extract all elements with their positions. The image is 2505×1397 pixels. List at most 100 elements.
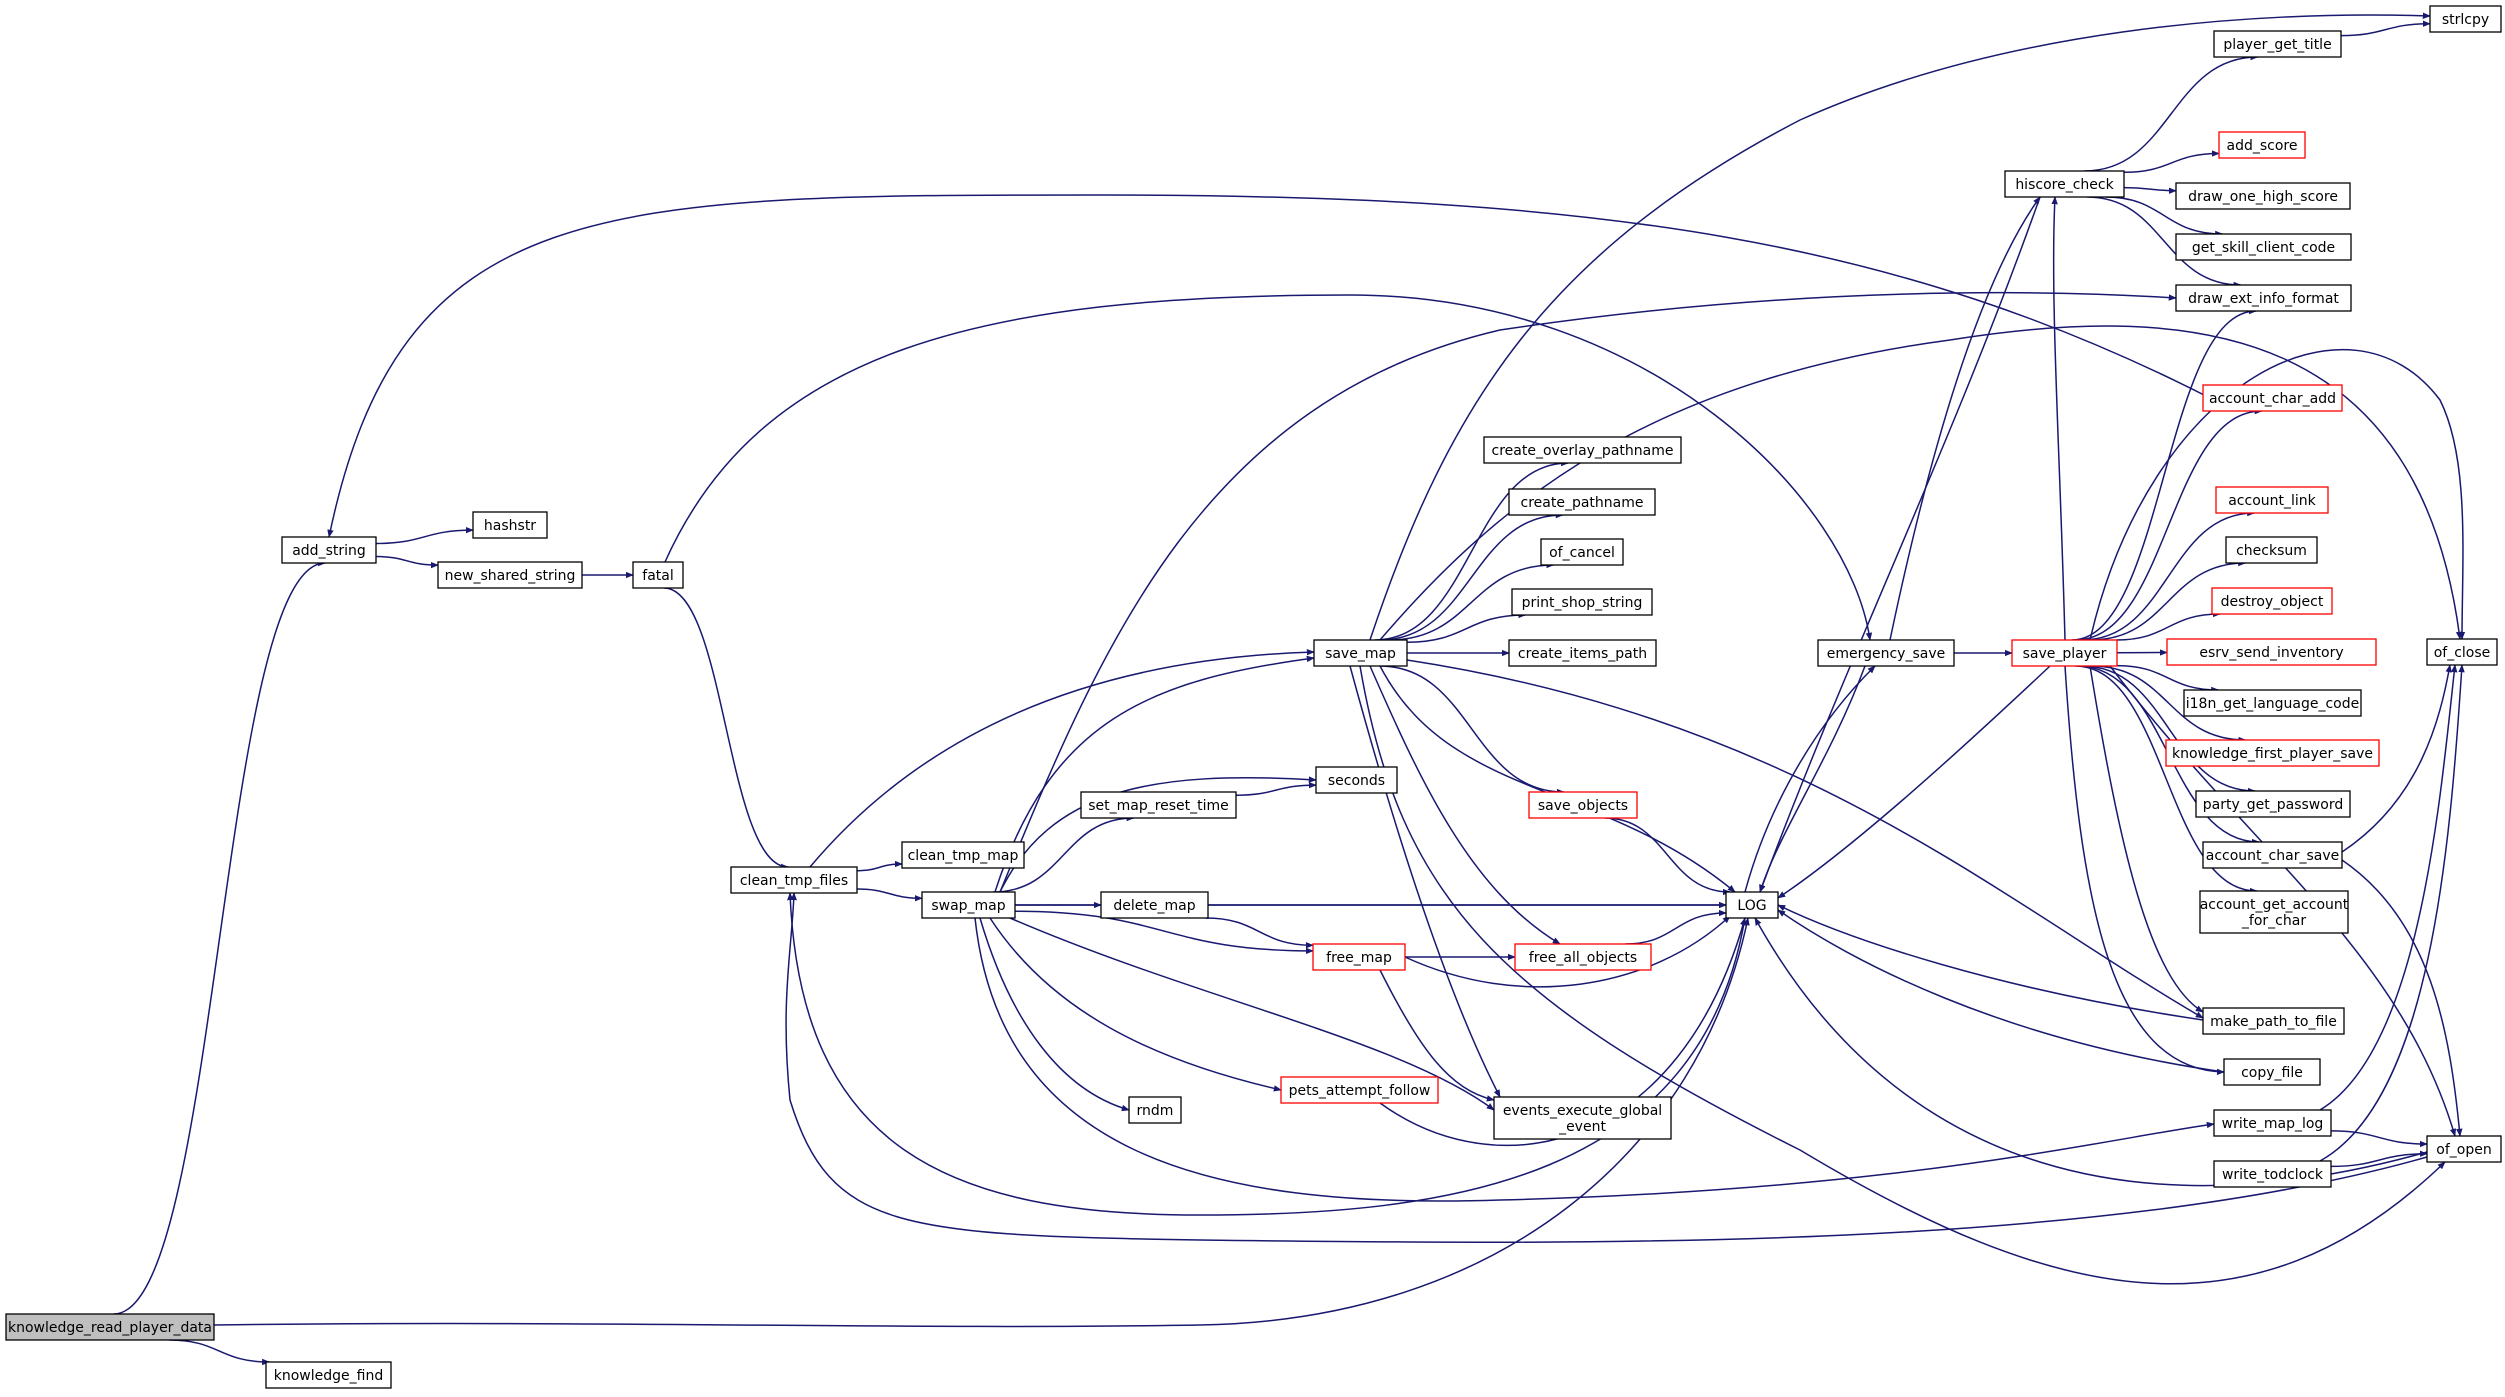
edge-emergency_save-to-LOG — [1759, 665, 1866, 893]
node-knowledge_read_player_data[interactable]: knowledge_read_player_data — [5, 1313, 215, 1341]
node-of_open[interactable]: of_open — [2426, 1135, 2502, 1163]
node-party_get_password[interactable]: party_get_password — [2195, 790, 2351, 818]
edge-LOG-to-clean_tmp_files — [787, 892, 1746, 1216]
node-of_cancel[interactable]: of_cancel — [1540, 538, 1624, 566]
node-box — [2218, 131, 2306, 159]
node-label: draw_one_high_score — [2188, 189, 2338, 205]
node-new_shared_string[interactable]: new_shared_string — [437, 561, 583, 589]
node-account_char_add[interactable]: account_char_add — [2202, 384, 2343, 412]
edge-save_player-to-of_close — [2089, 348, 2466, 641]
node-label: knowledge_read_player_data — [8, 1320, 212, 1336]
node-label: account_char_add — [2209, 391, 2336, 407]
node-account_char_save[interactable]: account_char_save — [2202, 841, 2343, 869]
edge-swap_map-to-pets_attempt_follow — [989, 917, 1282, 1092]
node-emergency_save[interactable]: emergency_save — [1817, 639, 1955, 667]
edge-fatal-to-clean_tmp_files — [663, 587, 789, 871]
node-swap_map[interactable]: swap_map — [921, 891, 1016, 919]
node-label: of_open — [2436, 1142, 2491, 1158]
node-label: clean_tmp_files — [740, 873, 848, 889]
node-print_shop_string[interactable]: print_shop_string — [1511, 588, 1653, 616]
node-add_string[interactable]: add_string — [281, 536, 377, 564]
node-fatal[interactable]: fatal — [632, 561, 684, 589]
node-account_get_account_for_char[interactable]: account_get_account_for_char — [2199, 890, 2349, 934]
call-edges — [113, 12, 2466, 1366]
node-hiscore_check[interactable]: hiscore_check — [2004, 170, 2125, 198]
node-get_skill_client_code[interactable]: get_skill_client_code — [2175, 233, 2352, 261]
node-label: _for_char — [2241, 913, 2306, 929]
node-save_player[interactable]: save_player — [2011, 639, 2118, 667]
node-knowledge_first_player_save[interactable]: knowledge_first_player_save — [2165, 739, 2380, 767]
node-destroy_object[interactable]: destroy_object — [2211, 587, 2333, 615]
node-make_path_to_file[interactable]: make_path_to_file — [2202, 1007, 2345, 1035]
node-label: save_objects — [1538, 798, 1628, 814]
node-label: free_map — [1326, 950, 1392, 966]
node-box — [2211, 587, 2333, 615]
node-copy_file[interactable]: copy_file — [2223, 1058, 2321, 1086]
node-i18n_get_language_code[interactable]: i18n_get_language_code — [2183, 689, 2362, 717]
node-set_map_reset_time[interactable]: set_map_reset_time — [1080, 791, 1237, 819]
node-esrv_send_inventory[interactable]: esrv_send_inventory — [2166, 638, 2377, 666]
edge-make_path_to_file-to-LOG — [1777, 904, 2204, 1021]
node-write_todclock[interactable]: write_todclock — [2213, 1160, 2332, 1188]
node-delete_map[interactable]: delete_map — [1100, 891, 1209, 919]
node-create_items_path[interactable]: create_items_path — [1508, 639, 1657, 667]
node-label: create_pathname — [1521, 495, 1644, 511]
edge-fatal-to-emergency_save — [664, 294, 1873, 641]
node-checksum[interactable]: checksum — [2225, 536, 2318, 564]
edge-write_map_log-to-of_close — [2319, 664, 2458, 1111]
edge-hiscore_check-to-LOG — [1759, 196, 2041, 893]
edge-save_player-to-party_get_password — [2082, 665, 2256, 795]
node-clean_tmp_map[interactable]: clean_tmp_map — [901, 841, 1025, 869]
edge-account_char_save-to-of_close — [2341, 664, 2452, 853]
node-box — [1315, 766, 1398, 794]
edge-save_player-to-i18n_get_language_code — [2116, 664, 2220, 694]
node-draw_one_high_score[interactable]: draw_one_high_score — [2175, 182, 2351, 210]
node-write_map_log[interactable]: write_map_log — [2213, 1109, 2332, 1137]
node-events_execute_global_event[interactable]: events_execute_global_event — [1493, 1096, 1672, 1140]
node-label: seconds — [1328, 773, 1385, 789]
node-box — [2166, 638, 2377, 666]
edge-hiscore_check-to-add_score — [2123, 150, 2220, 174]
node-pets_attempt_follow[interactable]: pets_attempt_follow — [1280, 1076, 1439, 1104]
node-label: i18n_get_language_code — [2186, 696, 2360, 712]
node-account_link[interactable]: account_link — [2215, 486, 2329, 514]
node-label: write_todclock — [2222, 1167, 2324, 1183]
edge-save_player-to-checksum — [2090, 559, 2247, 641]
node-hashstr[interactable]: hashstr — [472, 511, 548, 539]
node-add_score[interactable]: add_score — [2218, 131, 2306, 159]
node-save_objects[interactable]: save_objects — [1528, 791, 1638, 819]
node-box — [1128, 1096, 1182, 1124]
node-label: party_get_password — [2203, 797, 2343, 813]
node-create_pathname[interactable]: create_pathname — [1508, 488, 1656, 516]
node-box — [2195, 790, 2351, 818]
node-box — [2175, 182, 2351, 210]
node-of_close[interactable]: of_close — [2426, 638, 2498, 666]
node-box — [1514, 943, 1652, 971]
node-create_overlay_pathname[interactable]: create_overlay_pathname — [1483, 436, 1682, 464]
edge-save_player-to-LOG — [1777, 665, 2051, 899]
node-box — [265, 1361, 392, 1389]
edge-save_player-to-draw_ext_info_format — [2071, 307, 2257, 641]
node-rndm[interactable]: rndm — [1128, 1096, 1182, 1124]
node-box — [1280, 1076, 1439, 1104]
node-box — [2213, 1160, 2332, 1188]
node-box — [1528, 791, 1638, 819]
edge-save_map-to-strlcpy — [1369, 12, 2431, 641]
node-box — [1817, 639, 1955, 667]
edge-write_todclock-to-of_close — [2319, 664, 2465, 1162]
node-clean_tmp_files[interactable]: clean_tmp_files — [730, 866, 858, 894]
node-strlcpy[interactable]: strlcpy — [2429, 5, 2502, 33]
node-box — [1511, 588, 1653, 616]
node-label: strlcpy — [2442, 12, 2489, 28]
node-knowledge_find[interactable]: knowledge_find — [265, 1361, 392, 1389]
node-free_map[interactable]: free_map — [1312, 943, 1406, 971]
node-draw_ext_info_format[interactable]: draw_ext_info_format — [2175, 284, 2352, 312]
node-save_map[interactable]: save_map — [1313, 639, 1408, 667]
node-player_get_title[interactable]: player_get_title — [2213, 30, 2342, 58]
node-LOG[interactable]: LOG — [1725, 891, 1779, 919]
edge-swap_map-to-draw_ext_info_format — [999, 291, 2177, 893]
edge-swap_map-to-set_map_reset_time — [993, 814, 1135, 893]
node-free_all_objects[interactable]: free_all_objects — [1514, 943, 1652, 971]
node-seconds[interactable]: seconds — [1315, 766, 1398, 794]
edge-save_map-to-print_shop_string — [1406, 611, 1527, 644]
